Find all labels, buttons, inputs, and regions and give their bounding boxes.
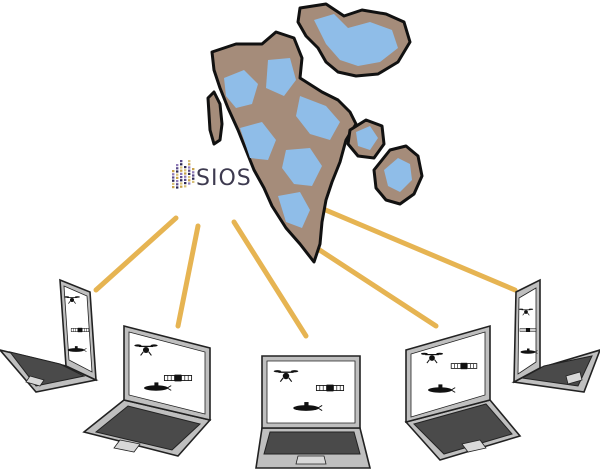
svalbard-map [206,2,424,264]
logo-dot [176,186,179,189]
satellite-icon [315,384,345,392]
submarine-icon [428,384,456,393]
submarine-icon [520,348,538,354]
laptop-trackpad [461,439,487,453]
laptop-trackpad [565,371,583,385]
sios-logo-mark [172,160,195,189]
logo-dot [172,179,175,182]
laptop-trackpad [25,375,45,387]
logo-dot [184,175,187,178]
submarine-icon [67,346,87,352]
logo-dot [172,176,175,179]
logo-dot [188,163,191,166]
main-island-ice-6 [278,192,310,228]
logo-dot [172,186,175,189]
laptop-2 [82,324,212,457]
logo-dot [188,169,191,172]
laptop-keyboard [94,405,202,451]
nordaustlandet-ice [314,14,398,66]
main-island-ice-2 [266,58,296,96]
logo-dot [184,185,187,188]
logo-dot [180,166,183,169]
logo-dot [172,170,175,173]
laptop-keyboard [413,403,513,455]
logo-dot [180,163,183,166]
laptop-trackpad [113,439,141,453]
main-island-ice-3 [296,96,340,140]
satellite-icon [450,362,478,370]
logo-dot [184,169,187,172]
logo-dot [184,172,187,175]
logo-dot [188,160,191,163]
drone-icon [420,352,444,364]
barentsoya-ice [356,126,378,150]
main-island-ice-4 [240,122,276,160]
submarine-icon [144,382,172,391]
logo-dot [192,177,195,180]
logo-dot [180,176,183,179]
submarine-icon [293,402,323,411]
laptop-5 [511,278,600,393]
logo-dot [172,173,175,176]
satellite-icon [163,374,193,382]
logo-dot [192,180,195,183]
logo-dot [180,182,183,185]
laptop-screen [128,331,206,415]
laptop-screen [266,360,356,424]
drone-icon [273,370,299,383]
sios-logo-text: SIOS [196,166,252,191]
logo-dot [176,180,179,183]
laptop-screen [410,331,486,418]
logo-dot [184,182,187,185]
drone-icon [518,308,534,316]
laptop-trackpad [295,455,327,465]
logo-dot [176,176,179,179]
logo-dot [188,172,191,175]
connection-line-3 [231,219,309,339]
drone-icon [134,344,158,356]
logo-dot [176,183,179,186]
logo-dot [176,173,179,176]
forland-island [206,90,224,146]
main-island-ice-5 [282,148,322,186]
logo-dot [180,172,183,175]
laptop-keyboard [263,431,361,455]
satellite-icon [70,327,90,333]
connection-line-1 [93,215,179,293]
logo-dot [180,160,183,163]
logo-dot [180,179,183,182]
logo-dot [184,178,187,181]
logo-dot [192,171,195,174]
drone-icon [64,296,80,304]
laptop-4 [404,324,522,461]
logo-dot [192,168,195,171]
connection-line-2 [175,223,201,329]
laptop-1 [0,278,99,393]
edgeoya-ice [384,158,412,192]
logo-dot [172,182,175,185]
logo-dot [176,167,179,170]
main-island-ice-1 [224,70,258,108]
laptop-3 [255,355,372,469]
logo-dot [180,169,183,172]
logo-dot [184,166,187,169]
logo-dot [192,174,195,177]
logo-dot [188,182,191,185]
laptop-keyboard [8,351,86,387]
logo-dot [176,170,179,173]
satellite-icon [519,328,537,332]
logo-dot [180,185,183,188]
logo-dot [188,166,191,169]
laptops-group [0,278,600,469]
logo-dot [176,164,179,167]
logo-dot [188,176,191,179]
logo-dot [188,179,191,182]
